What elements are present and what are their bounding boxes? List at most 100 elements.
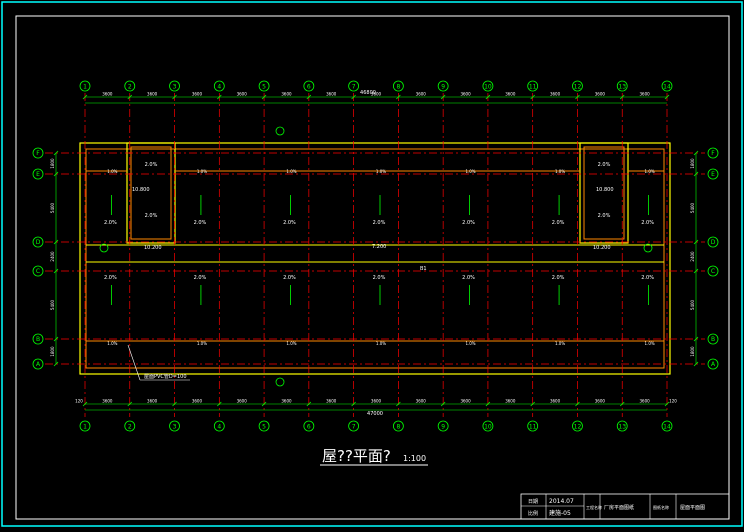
axis-label-bottom-1: 1	[83, 424, 87, 431]
dim-10200-right: 10.200	[593, 245, 611, 251]
axis-bubble-right-A	[707, 358, 719, 370]
axis-bubble-top-3	[169, 80, 180, 92]
axis-bubble-right-B	[707, 333, 719, 345]
axis-bubble-bottom-8	[392, 420, 404, 432]
level-right: 10.800	[596, 187, 614, 193]
stair-core-right	[579, 142, 629, 244]
slope-lower-3: 2.0%	[373, 275, 386, 281]
dim-text-top-8: 3600	[460, 92, 471, 97]
slope-upper-6: 2.0%	[641, 220, 654, 226]
axis-label-bottom-11: 11	[529, 424, 537, 431]
gutter-slope-bottom-5: 1.0%	[555, 341, 565, 346]
gutter-slope-bottom-3: 1.0%	[376, 341, 386, 346]
axis-label-top-11: 11	[529, 84, 537, 91]
axis-label-left-B: B	[36, 336, 40, 343]
dim-tick-bottom-13	[664, 401, 670, 407]
dim-vtick-left-1	[53, 336, 59, 342]
slope-upper-0: 2.0%	[104, 220, 117, 226]
axis-label-left-D: D	[36, 239, 41, 246]
slope-lower-6: 2.0%	[641, 275, 654, 281]
axis-label-right-A: A	[711, 361, 716, 368]
stair-core-left	[126, 142, 176, 244]
axis-label-right-F: F	[711, 150, 715, 157]
tb-r1c2: 2014.07	[549, 498, 574, 505]
slope-markers: 2.0% 2.0% 1.0% 1.0% 2.0% 2.0% 1.0% 1.0% 2.0% 2.0%…	[104, 162, 655, 346]
axis-bubble-bottom-9	[437, 420, 449, 432]
axis-label-left-E: E	[36, 171, 40, 178]
gutter-slope-top-2: 1.0%	[286, 169, 296, 174]
detail-bubble-left	[99, 243, 109, 253]
slope-upper-4: 2.0%	[462, 220, 475, 226]
axis-label-right-B: B	[711, 336, 715, 343]
dim-text-top-7: 3600	[416, 92, 427, 97]
axis-label-left-F: F	[36, 150, 40, 157]
dim-vtext-right-1: 5400	[690, 299, 695, 310]
axis-bubble-top-6	[303, 80, 315, 92]
slope-upper-1: 2.0%	[194, 220, 207, 226]
axis-bubble-bottom-11	[527, 420, 539, 432]
dim-tick-bottom-11	[575, 401, 580, 407]
axis-bubble-bottom-2	[124, 420, 136, 432]
dim-text-bottom-11: 3600	[595, 399, 606, 404]
dim-vtext-right-2: 2400	[690, 251, 695, 262]
overall-dim-bottom: 47000	[367, 411, 383, 417]
dim-tick-bottom-7	[396, 401, 401, 407]
drawing-title: 屋??平面?	[322, 447, 391, 465]
axis-label-bottom-5: 5	[262, 424, 266, 431]
axis-label-top-10: 10	[484, 84, 492, 91]
dim-text-bottom-10: 3600	[550, 399, 561, 404]
dim-text-top-0: 3600	[102, 92, 113, 97]
dim-tick-top-5	[306, 94, 312, 100]
dim-vtext-left-1: 5400	[50, 299, 55, 310]
axis-label-top-3: 3	[173, 84, 177, 91]
dim-vtick-right-3	[693, 239, 699, 245]
axis-label-top-12: 12	[574, 84, 582, 91]
level-mid: 7.200	[372, 244, 386, 250]
axis-label-bottom-7: 7	[352, 424, 356, 431]
tb-col3: 工程名称	[586, 504, 602, 510]
dim-vtick-left-5	[53, 150, 59, 156]
wall-inner	[85, 148, 665, 369]
axis-label-bottom-6: 6	[307, 424, 311, 431]
axis-bubble-right-C	[707, 265, 719, 277]
axis-label-top-4: 4	[217, 84, 221, 91]
tb-col5: 图纸名称	[653, 504, 669, 510]
dim-vtext-right-3: 5400	[690, 202, 695, 213]
axis-bubble-bottom-14	[661, 420, 673, 432]
axis-label-bottom-13: 13	[618, 424, 626, 431]
core-slope-mid-right: 2.0%	[598, 213, 611, 219]
axis-label-bottom-12: 12	[574, 424, 582, 431]
dim-vtick-right-1	[693, 336, 699, 342]
axis-bubble-bottom-7	[348, 420, 360, 432]
axis-label-bottom-2: 2	[128, 424, 132, 431]
dim-tick-bottom-1	[127, 401, 133, 407]
level-left: 10.800	[132, 187, 150, 193]
axis-label-top-7: 7	[352, 84, 356, 91]
axis-label-bottom-4: 4	[217, 424, 221, 431]
dim-tick-top-1	[127, 94, 133, 100]
note-bottom: 屋面PVC管D=100	[144, 373, 187, 380]
dim-tick-bottom-0	[82, 401, 88, 407]
dim-text-bottom-2: 3600	[192, 399, 203, 404]
slope-upper-5: 2.0%	[552, 220, 565, 226]
dim-vtext-left-0: 1800	[50, 346, 55, 357]
axis-bubble-bottom-5	[258, 420, 270, 432]
dim-text-top-6: 3600	[371, 92, 382, 97]
axis-bubble-top-7	[348, 80, 360, 92]
axis-label-bottom-10: 10	[484, 424, 492, 431]
axis-label-top-2: 2	[128, 84, 132, 91]
inner-frame	[15, 15, 730, 520]
dim-tick-top-4	[261, 94, 267, 100]
dim-vtick-left-4	[53, 171, 59, 177]
axis-label-bottom-14: 14	[663, 424, 671, 431]
stair-core-left-inner	[130, 146, 172, 240]
tb-r1c1: 日期	[528, 499, 538, 505]
dim-text-top-5: 3600	[326, 92, 337, 97]
dim-text-top-1: 3600	[147, 92, 158, 97]
axis-bubble-bottom-3	[169, 420, 180, 432]
gutter-slope-bottom-1: 1.0%	[197, 341, 207, 346]
note-leader	[127, 344, 141, 381]
